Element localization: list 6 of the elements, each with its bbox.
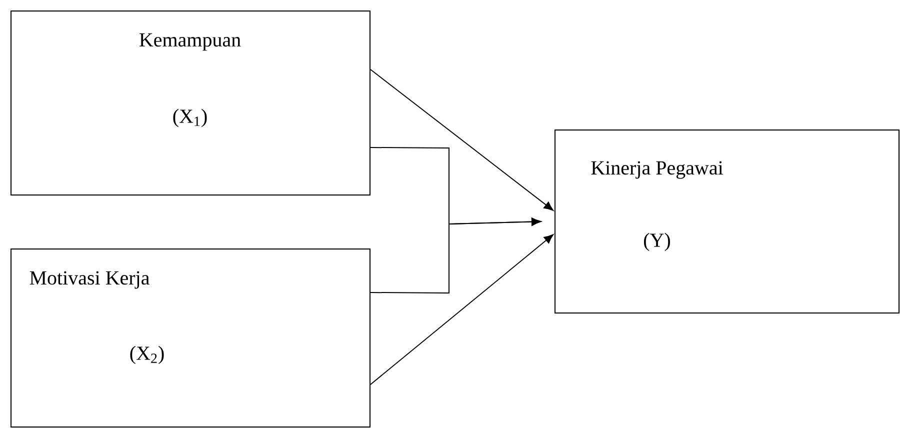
arrow bbox=[370, 234, 554, 385]
variable-box: Motivasi Kerja (X$_{2}$) bbox=[10, 248, 370, 428]
variable-box: Kinerja Pegawai (Y) bbox=[554, 130, 900, 314]
arrow bbox=[370, 218, 542, 294]
variable-box: Kemampuan (X$_{1}$) bbox=[10, 10, 370, 196]
arrow bbox=[370, 69, 554, 211]
